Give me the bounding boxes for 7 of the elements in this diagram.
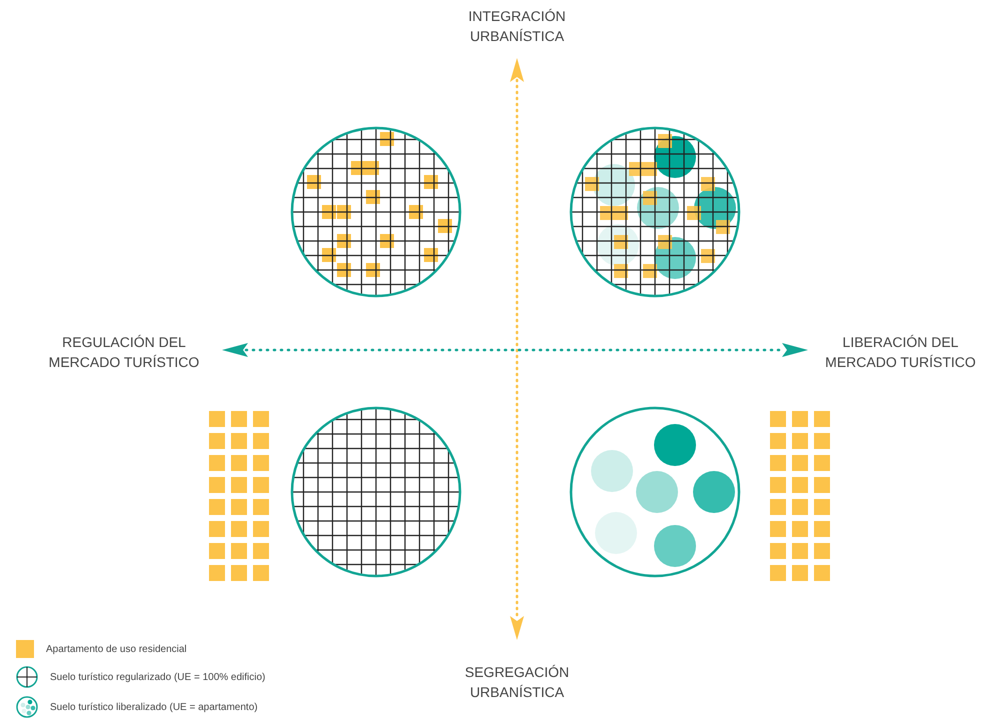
axis-label: LIBERACIÓN DEL MERCADO TURÍSTICO xyxy=(824,333,977,372)
legend-text: Suelo turístico regularizado (UE = 100% edificio) xyxy=(50,670,266,684)
legend-text: Apartamento de uso residencial xyxy=(46,642,187,656)
axis-label: SEGREGACIÓN URBANÍSTICA xyxy=(464,663,570,702)
axis-label: INTEGRACIÓN URBANÍSTICA xyxy=(467,7,567,46)
axis-label: REGULACIÓN DEL MERCADO TURÍSTICO xyxy=(48,333,200,372)
legend-text: Suelo turístico liberalizado (UE = apartamento) xyxy=(50,700,258,714)
